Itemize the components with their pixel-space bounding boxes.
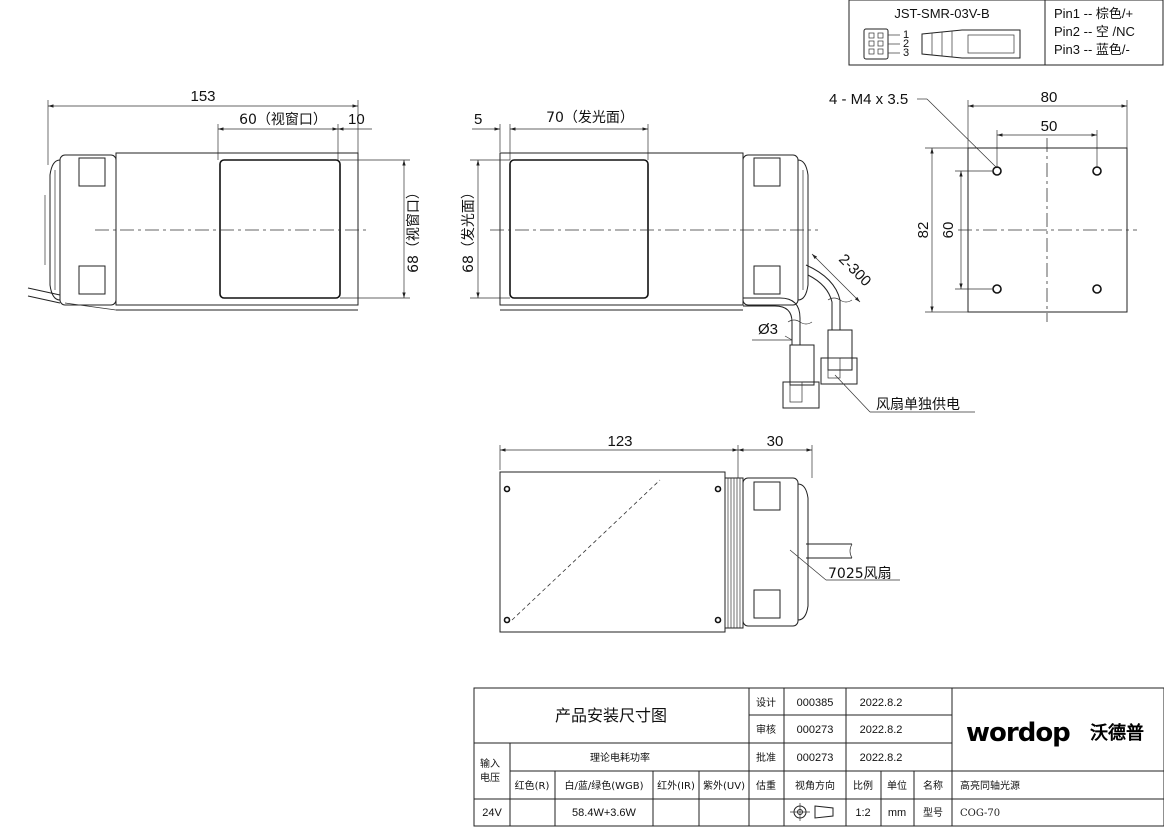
design-label: 设计 — [756, 696, 776, 709]
dim-emitting-width: 70（发光面） — [546, 110, 634, 126]
dim-mount-height: 82 — [915, 222, 932, 239]
dim-side-offset: 5 — [474, 111, 482, 128]
dim-body-length: 123 — [607, 433, 632, 450]
front-view: 153 60（视窗口） 10 68（视窗口） — [27, 88, 422, 311]
dim-cable-diameter: Ø3 — [758, 321, 778, 338]
col-ir: 红外(IR) — [657, 779, 695, 792]
name-label: 名称 — [923, 779, 943, 792]
mount-view: 4 - M4 x 3.5 80 50 82 60 — [829, 89, 1137, 322]
heatsink-fins — [724, 477, 744, 629]
col-red: 红色(R) — [515, 779, 550, 792]
voltage-value: 24V — [482, 807, 502, 819]
fan-power-note: 风扇单独供电 — [876, 397, 960, 413]
dim-emitting-height: 68（发光面） — [461, 185, 477, 273]
dim-cable-length: 2-300 — [835, 251, 874, 290]
design-id: 000385 — [797, 697, 834, 709]
dim-mount-width: 80 — [1041, 89, 1058, 106]
pin2-label: Pin2 -- 空 /NC — [1054, 24, 1135, 39]
power-value: 58.4W+3.6W — [572, 807, 637, 819]
dim-window-width: 60（视窗口） — [239, 111, 327, 128]
power-label: 理论电耗功率 — [590, 751, 650, 764]
input-voltage-label-2: 电压 — [480, 771, 500, 784]
connector-icon: 1 2 3 — [863, 28, 1021, 60]
approve-date: 2022.8.2 — [860, 752, 903, 764]
top-view: 123 30 7025风扇 — [499, 433, 900, 633]
review-id: 000273 — [797, 724, 834, 736]
pin-number-1: 1 — [903, 29, 909, 41]
scale-label: 比例 — [853, 779, 873, 792]
wordop-logo: wordop 沃德普 — [966, 718, 1144, 748]
connector-info-box: JST-SMR-03V-B 1 2 3 Pin1 -- 棕色/+ Pin2 --… — [848, 0, 1164, 66]
dim-overall-width: 153 — [190, 88, 215, 105]
review-label: 审核 — [756, 723, 776, 736]
design-date: 2022.8.2 — [860, 697, 903, 709]
model-value: COG-70 — [960, 808, 1000, 819]
pin-number-2: 2 — [903, 38, 909, 50]
side-view: 5 70（发光面） 68（发光面） — [461, 110, 975, 413]
unit-value: mm — [888, 807, 906, 819]
dim-hole-spacing-y: 60 — [940, 222, 957, 239]
weight-label: 估重 — [756, 779, 776, 792]
col-wbg: 白/蓝/绿色(WGB) — [564, 779, 643, 792]
dim-hole-spacing-x: 50 — [1041, 118, 1058, 135]
title-block: 产品安装尺寸图 设计 000385 2022.8.2 审核 000273 202… — [473, 687, 1164, 827]
col-uv: 紫外(UV) — [703, 780, 745, 792]
projection-symbol-icon — [790, 803, 834, 821]
name-value: 高亮同轴光源 — [960, 779, 1020, 792]
scale-value: 1:2 — [855, 807, 870, 819]
dim-fan-length: 30 — [767, 433, 784, 450]
logo-cn-text: 沃德普 — [1090, 722, 1144, 744]
logo-text: wordop — [966, 718, 1070, 748]
drawing-title: 产品安装尺寸图 — [555, 706, 667, 725]
view-dir-label: 视角方向 — [795, 779, 835, 792]
fan-model-label: 7025风扇 — [828, 566, 892, 582]
input-voltage-label-1: 输入 — [480, 757, 500, 770]
pin1-label: Pin1 -- 棕色/+ — [1054, 6, 1133, 21]
review-date: 2022.8.2 — [860, 724, 903, 736]
approve-id: 000273 — [797, 752, 834, 764]
hole-spec: 4 - M4 x 3.5 — [829, 91, 908, 108]
pin3-label: Pin3 -- 蓝色/- — [1054, 42, 1130, 57]
model-label: 型号 — [923, 806, 943, 819]
connector-model: JST-SMR-03V-B — [894, 6, 989, 21]
unit-label: 单位 — [887, 779, 907, 792]
pin-number-3: 3 — [903, 47, 909, 59]
dim-window-height: 68（视窗口） — [405, 185, 422, 273]
dim-edge-offset: 10 — [348, 111, 365, 128]
approve-label: 批准 — [756, 751, 776, 764]
